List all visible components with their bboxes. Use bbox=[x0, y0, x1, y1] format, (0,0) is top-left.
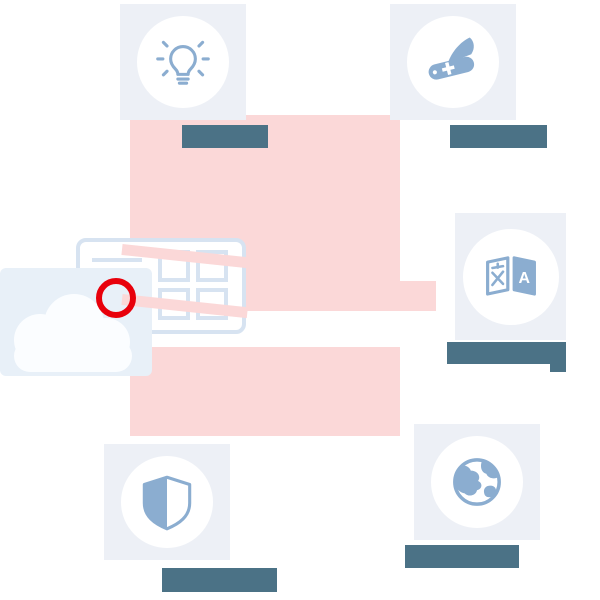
click-annotation-ring bbox=[96, 278, 136, 318]
feature-card-multitool bbox=[390, 4, 516, 120]
icon-circle bbox=[407, 16, 499, 108]
feature-card-translation: A bbox=[455, 213, 566, 340]
translate-icon: A bbox=[485, 255, 536, 296]
cloud-icon bbox=[14, 294, 132, 372]
lightbulb-icon bbox=[156, 40, 210, 85]
redacted-feature-label bbox=[447, 342, 566, 364]
redacted-paragraph-block bbox=[400, 281, 436, 311]
feature-card-idea bbox=[120, 4, 246, 120]
redacted-feature-label bbox=[450, 125, 547, 148]
redacted-paragraph-block bbox=[130, 347, 400, 436]
redacted-feature-label-fragment bbox=[550, 362, 566, 372]
redacted-feature-label bbox=[182, 125, 268, 148]
redacted-feature-label bbox=[405, 545, 519, 568]
icon-circle bbox=[121, 456, 213, 548]
shield-icon bbox=[142, 475, 192, 531]
feature-card-security bbox=[104, 444, 230, 560]
redacted-feature-label bbox=[162, 568, 277, 592]
translate-a-glyph: A bbox=[518, 269, 530, 286]
icon-circle bbox=[137, 16, 229, 108]
swiss-army-knife-icon bbox=[428, 37, 475, 80]
cloud-upload-illustration[interactable] bbox=[0, 268, 152, 376]
feature-card-global bbox=[414, 424, 540, 540]
icon-circle bbox=[431, 436, 523, 528]
icon-circle: A bbox=[462, 228, 559, 325]
globe-icon bbox=[453, 458, 501, 506]
